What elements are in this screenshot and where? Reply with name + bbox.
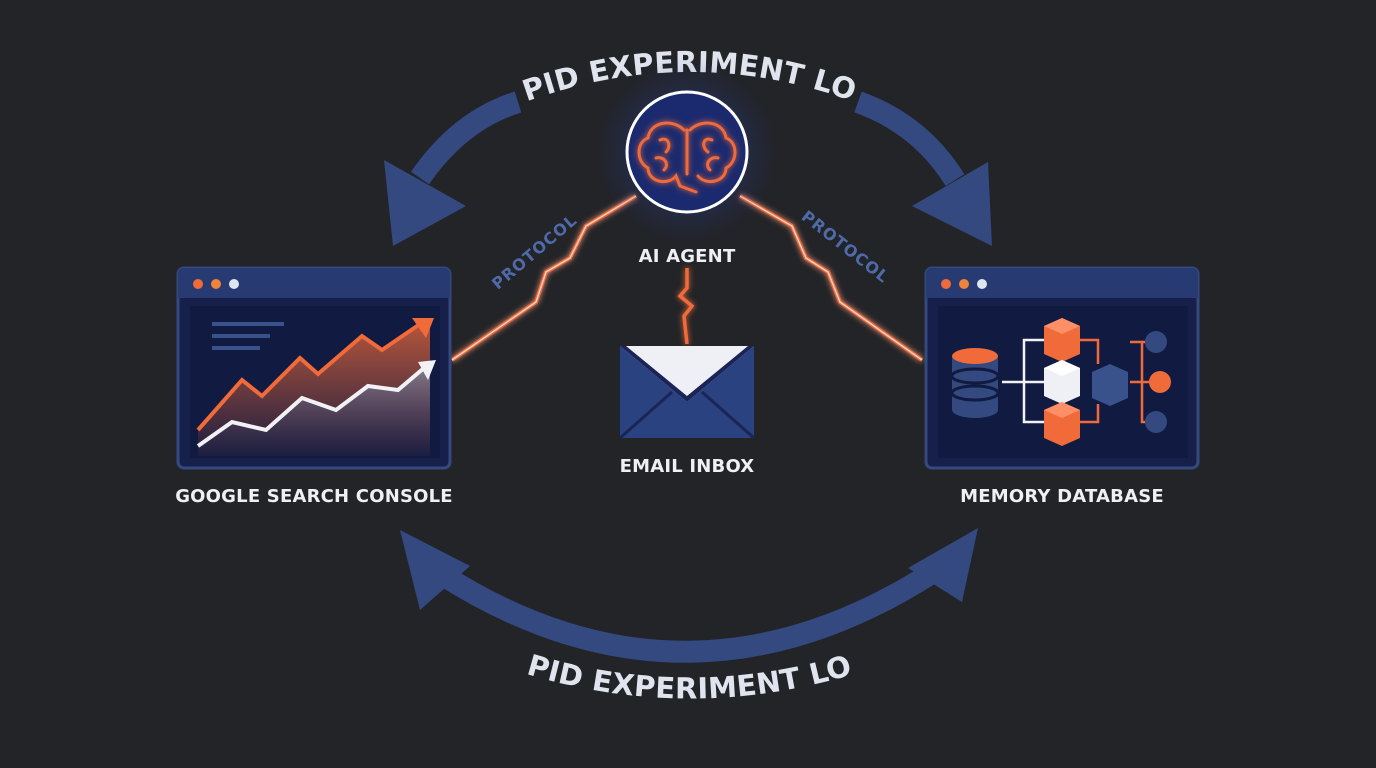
window-minimize-dot [211, 279, 221, 289]
protocol-label-left: PROTOCOL [488, 210, 581, 293]
ai-agent-node [592, 57, 782, 247]
window-maximize-dot [977, 279, 987, 289]
memory-database-label: MEMORY DATABASE [960, 486, 1164, 507]
brain-icon [637, 121, 737, 194]
window-close-dot [941, 279, 951, 289]
email-inbox-label: EMAIL INBOX [620, 456, 755, 477]
envelope-icon [619, 346, 755, 440]
protocol-connector-email [677, 268, 695, 345]
loop-arrow-top-left [384, 91, 522, 246]
loop-arrow-bottom [400, 528, 978, 663]
window-close-dot [193, 279, 203, 289]
database-icon [950, 318, 1171, 446]
window-minimize-dot [959, 279, 969, 289]
search-console-window [176, 266, 452, 470]
protocol-label-right: PROTOCOL [798, 207, 893, 287]
search-console-label: GOOGLE SEARCH CONSOLE [175, 486, 453, 507]
protocol-connector-left [450, 194, 638, 362]
protocol-connector-right [739, 194, 924, 362]
ai-agent-label: AI AGENT [639, 246, 736, 267]
loop-arrow-top-right [854, 91, 992, 246]
line-chart-icon [196, 318, 436, 456]
memory-database-window [924, 266, 1200, 470]
window-maximize-dot [229, 279, 239, 289]
